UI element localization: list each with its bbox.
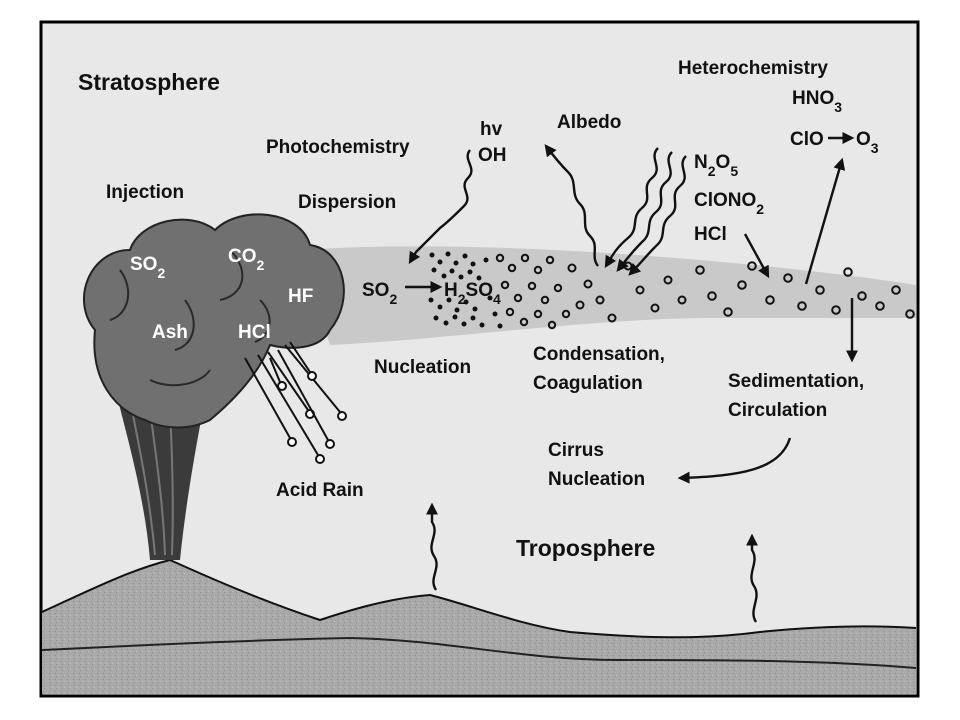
aerosol-droplets — [495, 253, 915, 330]
stratosphere-label: Stratosphere — [78, 69, 220, 95]
photochemistry-wavy-arrow — [408, 149, 473, 265]
troposphere-label: Troposphere — [516, 535, 655, 561]
tropo-updraft-right — [746, 533, 758, 623]
acid-rain-streaks — [244, 341, 347, 464]
cloud-hf-label: HF — [288, 286, 313, 307]
coagulation-label: Coagulation — [533, 373, 643, 394]
nucleation-label: Nucleation — [374, 357, 471, 378]
cloud-so2-label: SO2 — [130, 254, 165, 281]
solar-ray-2 — [616, 151, 673, 272]
circulation-label: Circulation — [728, 400, 827, 421]
oh-label: OH — [478, 145, 507, 166]
solar-ray-3 — [628, 155, 687, 276]
o3-label: O3 — [856, 129, 879, 156]
cirrus-nucleation-arrow — [677, 437, 792, 484]
clo-label: ClO — [790, 129, 824, 150]
cloud-co2-label: CO2 — [228, 246, 265, 273]
cloud-ash-label: Ash — [152, 322, 188, 343]
h2so4-droplet-cluster — [428, 251, 503, 329]
hcl-to-plume-arrow — [743, 233, 770, 279]
sedimentation-label: Sedimentation, — [728, 371, 864, 392]
albedo-label: Albedo — [557, 112, 621, 133]
dispersion-label: Dispersion — [298, 192, 396, 213]
plume-h2so4-label: H2SO4 — [444, 280, 501, 307]
ash-cloud — [83, 213, 345, 429]
cloud-hcl-label: HCl — [238, 322, 271, 343]
acid-rain-label: Acid Rain — [276, 480, 364, 501]
n2o5-label: N2O5 — [694, 152, 738, 179]
cirrus-label: Cirrus — [548, 440, 604, 461]
clono2-label: ClONO2 — [694, 190, 764, 217]
hv-label: hv — [480, 119, 503, 140]
heterochemistry-label: Heterochemistry — [678, 58, 828, 79]
terrain-ridge-line — [41, 636, 917, 669]
solar-ray-1 — [604, 147, 659, 269]
hcl-strat-label: HCl — [694, 224, 727, 245]
plume-so2-label: SO2 — [362, 280, 397, 307]
hno3-label: HNO3 — [792, 88, 842, 115]
cirrus-nucleation-label: Nucleation — [548, 469, 645, 490]
heterochemistry-arrow — [804, 157, 846, 285]
ash-cloud-folds — [109, 249, 271, 387]
tropo-updraft-left — [426, 502, 438, 591]
eruption-column — [118, 400, 205, 560]
photochemistry-label: Photochemistry — [266, 137, 410, 158]
condensation-label: Condensation, — [533, 344, 665, 365]
injection-label: Injection — [106, 182, 184, 203]
terrain-outline — [41, 558, 917, 639]
albedo-wavy-arrow — [544, 144, 600, 267]
